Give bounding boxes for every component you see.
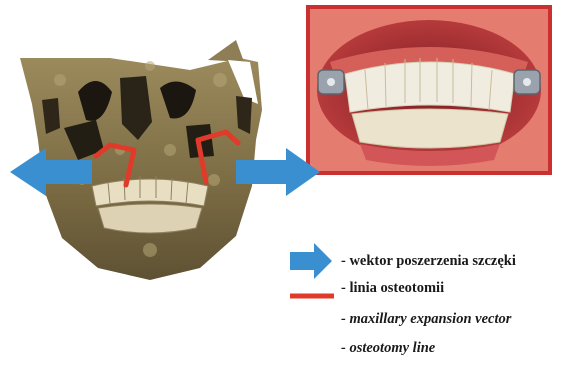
intraoral-photo [306, 5, 552, 175]
legend-arrow-icon [290, 243, 332, 279]
skull-lower-teeth [98, 204, 202, 233]
legend-expansion-vector-en: - maxillary expansion vector [341, 311, 511, 328]
legend-osteotomy-line-pl: - linia osteotomii [341, 280, 444, 297]
legend-expansion-vector-pl: - wektor poszerzenia szczęki [341, 253, 516, 270]
legend-osteotomy-line-en: - osteotomy line [341, 340, 435, 357]
lower-teeth [352, 109, 508, 148]
